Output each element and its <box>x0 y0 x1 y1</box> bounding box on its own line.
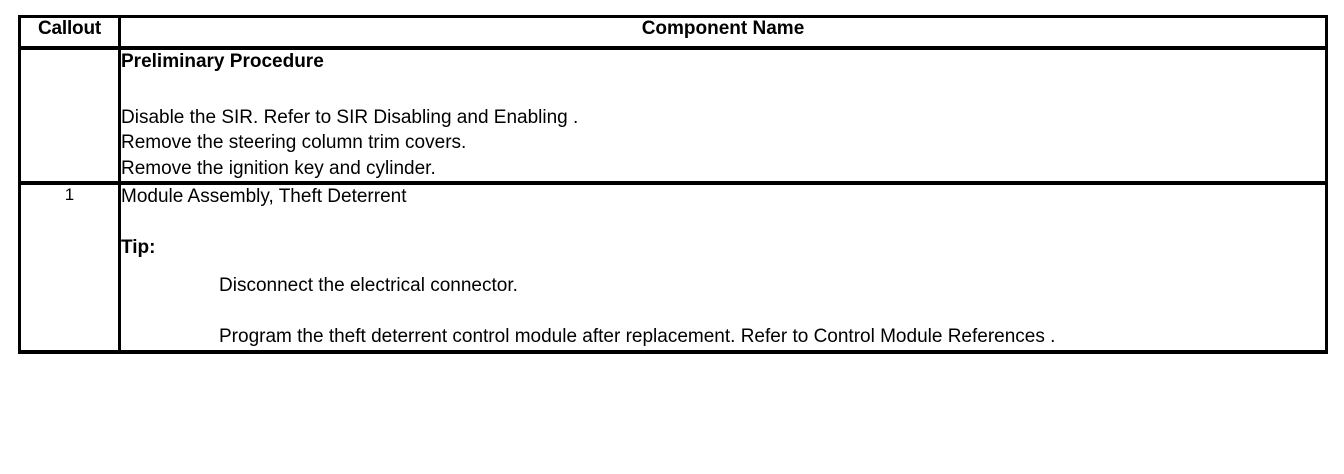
tip-line-program-module: Program the theft deterrent control modu… <box>219 326 1056 348</box>
component-callout-table: Callout Component Name Preliminary Proce… <box>18 15 1328 354</box>
spacer <box>121 260 1325 274</box>
component-name-theft-deterrent: Module Assembly, Theft Deterrent <box>121 186 407 208</box>
table-header-row: Callout Component Name <box>18 15 1328 50</box>
tip-label: Tip: <box>121 236 156 258</box>
callout-number-1: 1 <box>18 181 121 354</box>
procedure-line-1: Disable the SIR. Refer to SIR Disabling … <box>121 106 579 128</box>
preliminary-procedure-heading: Preliminary Procedure <box>121 51 324 72</box>
table-row-preliminary-procedure: Preliminary Procedure Disable the SIR. R… <box>18 45 1328 186</box>
callout-number-preliminary <box>18 45 121 186</box>
spacer <box>121 299 1325 325</box>
procedure-line-2: Remove the steering column trim covers. <box>121 132 467 154</box>
component-cell-preliminary: Preliminary Procedure Disable the SIR. R… <box>118 45 1328 186</box>
tip-line-disconnect-connector: Disconnect the electrical connector. <box>219 275 518 297</box>
header-cell-component-name: Component Name <box>118 15 1328 50</box>
component-cell-theft-deterrent: Module Assembly, Theft Deterrent Tip: Di… <box>118 181 1328 354</box>
spacer <box>121 210 1325 236</box>
header-cell-callout: Callout <box>18 15 121 50</box>
table-row-theft-deterrent-module: 1 Module Assembly, Theft Deterrent Tip: … <box>18 181 1328 354</box>
spacer <box>121 75 1325 105</box>
procedure-line-3: Remove the ignition key and cylinder. <box>121 157 436 179</box>
